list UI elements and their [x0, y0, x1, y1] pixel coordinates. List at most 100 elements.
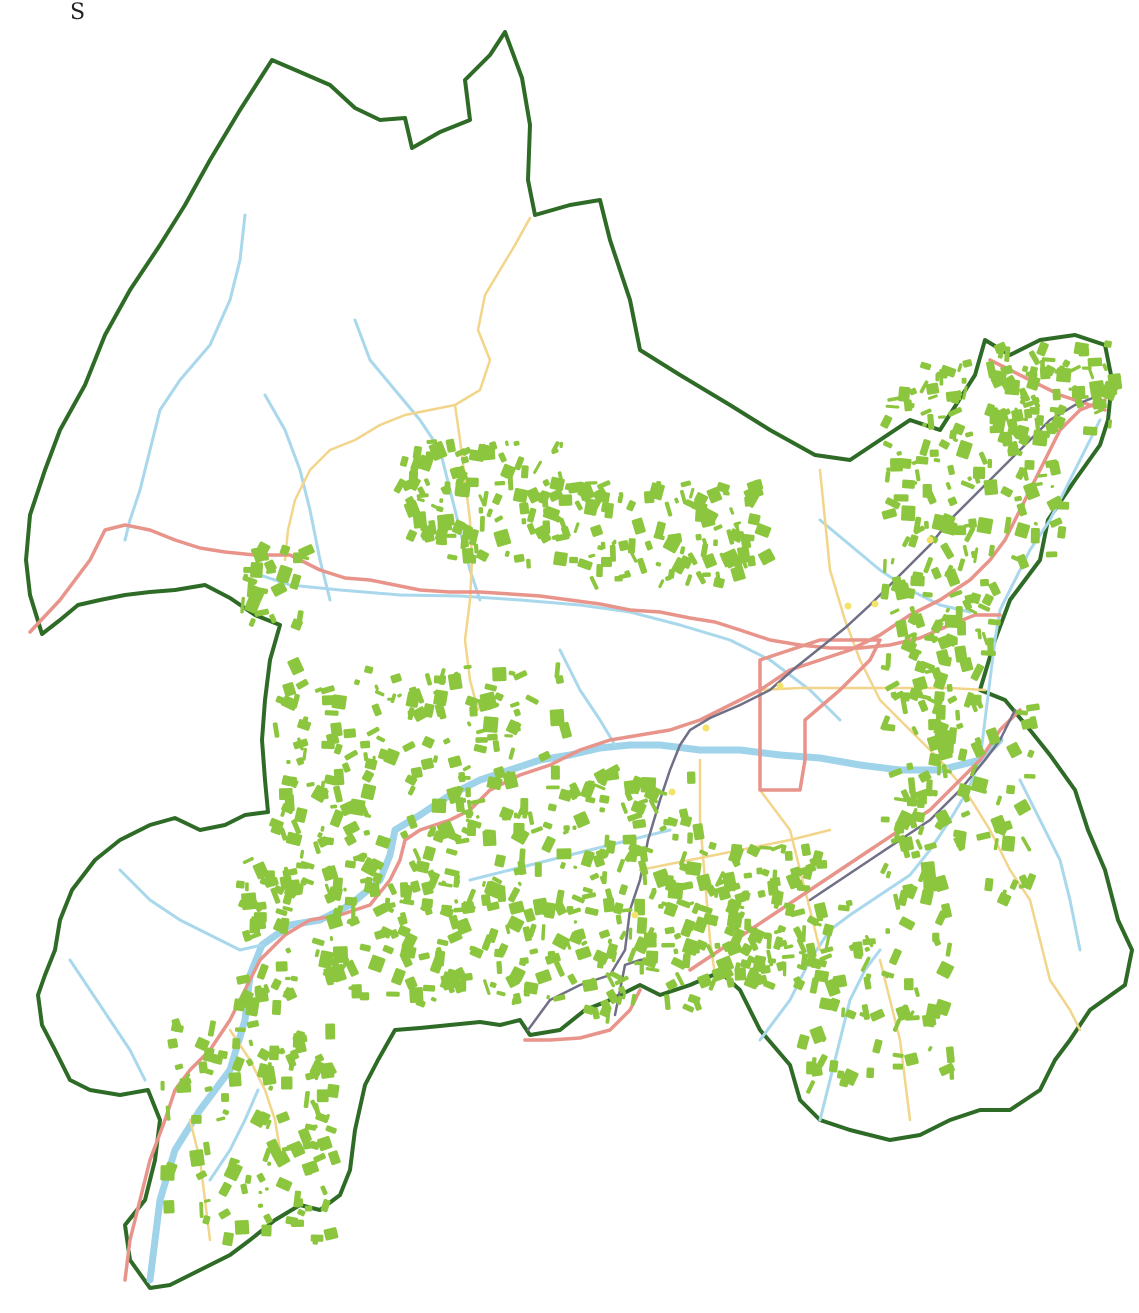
vegetation-patch	[1087, 357, 1103, 367]
vegetation-patch	[252, 861, 270, 880]
vegetation-patch	[438, 674, 446, 686]
vegetation-patch	[459, 972, 473, 982]
vegetation-patch	[305, 879, 315, 886]
vegetation-patch	[658, 904, 664, 909]
vegetation-patch	[673, 932, 682, 940]
vegetation-patch	[620, 802, 628, 814]
vegetation-patch	[391, 968, 406, 986]
river-northeast	[998, 418, 1102, 612]
vegetation-patch	[466, 799, 473, 814]
vegetation-patch	[527, 507, 537, 523]
vegetation-patch	[1072, 385, 1078, 393]
vegetation-patch	[715, 871, 725, 887]
vegetation-patch	[763, 932, 772, 940]
vegetation-patch	[693, 998, 702, 1011]
vegetation-patch	[636, 917, 648, 934]
vegetation-patch	[708, 841, 717, 850]
vegetation-patch	[382, 944, 394, 955]
vegetation-patch	[747, 955, 759, 965]
vegetation-patch	[387, 697, 392, 701]
vegetation-patch	[421, 881, 434, 896]
vegetation-patch	[1034, 417, 1041, 433]
vegetation-patch	[465, 818, 470, 822]
vegetation-patch	[270, 581, 288, 597]
vegetation-patch	[582, 978, 598, 992]
vegetation-patch	[593, 783, 606, 791]
vegetation-patch	[686, 771, 696, 784]
vegetation-patch	[1028, 350, 1041, 366]
vegetation-patch	[506, 915, 525, 933]
vegetation-patch	[513, 440, 520, 446]
vegetation-patch	[910, 792, 917, 807]
vegetation-patch	[339, 800, 356, 816]
vegetation-patch	[920, 861, 936, 880]
vegetation-patch	[443, 737, 451, 745]
vegetation-patch	[176, 1084, 192, 1094]
vegetation-patch	[244, 1174, 252, 1184]
vegetation-patch	[492, 493, 503, 505]
vegetation-patch	[513, 670, 528, 681]
vegetation-patch	[174, 1063, 184, 1071]
vegetation-patch	[332, 877, 343, 891]
vegetation-patch	[431, 798, 447, 814]
vegetation-patch	[1034, 397, 1040, 403]
vegetation-patch	[929, 449, 939, 457]
vegetation-patch	[433, 689, 449, 706]
vegetation-patch	[289, 573, 302, 590]
vegetation-patch	[446, 786, 462, 805]
vegetation-patch	[288, 778, 299, 789]
vegetation-patch	[493, 528, 512, 548]
vegetation-patch	[845, 1009, 857, 1020]
vegetation-patch	[708, 974, 718, 991]
vegetation-patch	[304, 1205, 313, 1212]
vegetation-patch	[281, 1076, 293, 1090]
vegetation-patch	[271, 999, 282, 1016]
vegetation-patch	[592, 949, 610, 965]
vegetation-patch	[318, 950, 334, 969]
vegetation-patch	[345, 959, 359, 977]
vegetation-patch	[494, 480, 506, 486]
vegetation-patch	[945, 1046, 955, 1064]
vegetation-patch	[1022, 400, 1034, 408]
vegetation-patch	[630, 993, 637, 1006]
vegetation-patch	[1057, 525, 1067, 539]
vegetation-patch	[581, 892, 597, 900]
river-north-3	[263, 393, 332, 602]
vegetation-patch	[544, 902, 557, 919]
highway-south-spur	[523, 988, 642, 1042]
vegetation-patch	[832, 974, 848, 989]
vegetation-patch	[848, 941, 861, 952]
vegetation-patch	[246, 931, 261, 941]
vegetation-patch	[406, 814, 418, 830]
vegetation-patch	[420, 757, 435, 771]
vegetation-patch	[894, 832, 900, 840]
vegetation-patch	[167, 1038, 179, 1049]
vegetation-patch	[404, 976, 418, 990]
vegetation-patch	[734, 522, 741, 537]
vegetation-patch	[236, 974, 251, 985]
vegetation-patch	[430, 503, 438, 509]
vegetation-patch	[654, 789, 668, 796]
vegetation-patch	[945, 942, 953, 957]
vegetation-patch	[331, 694, 347, 710]
vegetation-patch	[638, 859, 649, 876]
vegetation-patch	[410, 880, 421, 893]
vegetation-patch	[444, 481, 451, 495]
vegetation-patch	[313, 841, 321, 855]
vegetation-patch	[887, 396, 901, 402]
vegetation-patch	[968, 608, 978, 615]
vegetation-patch	[664, 926, 675, 935]
vegetation-patch	[893, 893, 901, 910]
vegetation-patch	[314, 949, 320, 958]
vegetation-patch	[912, 648, 922, 655]
vegetation-patch	[960, 810, 971, 818]
vegetation-patch	[682, 1003, 695, 1013]
vegetation-patch	[819, 959, 827, 968]
vegetation-patch	[513, 812, 518, 819]
vegetation-patch	[602, 897, 616, 913]
vegetation-patch	[706, 486, 723, 504]
vegetation-patch	[897, 889, 909, 907]
vegetation-patch	[541, 835, 556, 853]
